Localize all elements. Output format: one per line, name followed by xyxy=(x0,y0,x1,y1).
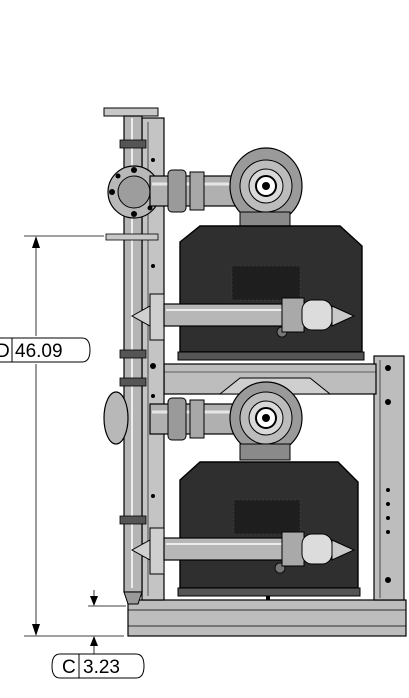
dimension-d-label: D xyxy=(0,341,10,362)
dimension-c-label: C xyxy=(62,657,76,678)
lower-motor xyxy=(229,381,303,461)
upper-housing xyxy=(177,225,365,361)
upper-flange xyxy=(107,165,161,219)
right-frame xyxy=(373,355,405,601)
base-skid xyxy=(127,594,407,637)
dimension-c-value: 3.23 xyxy=(83,657,120,678)
lower-flange xyxy=(103,391,129,445)
dimension-d-value: 46.09 xyxy=(15,341,63,362)
lower-housing xyxy=(177,461,361,597)
upper-suction xyxy=(130,293,356,341)
upper-pump xyxy=(107,147,365,361)
upper-motor xyxy=(229,147,303,229)
dimension-c: C 3.23 xyxy=(51,590,145,679)
dimension-d: D 46.09 xyxy=(0,235,124,637)
lower-pump xyxy=(103,381,361,597)
lower-suction xyxy=(130,527,356,575)
